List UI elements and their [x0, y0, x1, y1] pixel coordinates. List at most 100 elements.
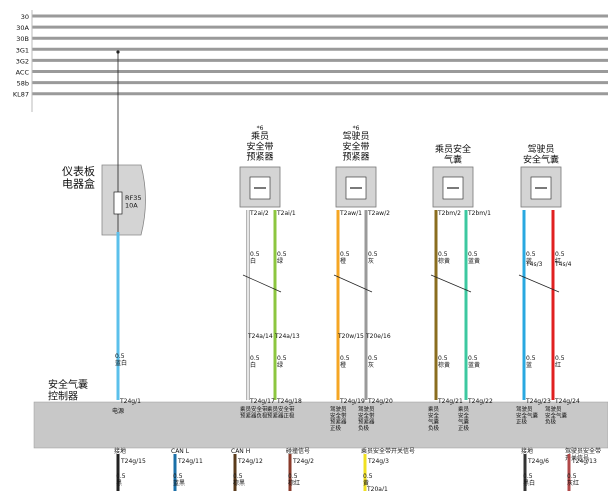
power-wire-function: 电源 — [112, 407, 124, 415]
shield-1 — [333, 274, 373, 293]
wire-2-function: 驾驶员安全带预紧器正极 — [330, 405, 347, 432]
component-1-pin-1: T2aw/2 — [367, 210, 390, 217]
component-0-pin-1: T2ai/1 — [276, 210, 296, 217]
bottom-6-pin: T24g/13 — [571, 458, 597, 465]
wire-7-pin: T24g/24 — [554, 398, 580, 405]
bottom-3-pin: T24g/2 — [292, 458, 314, 465]
dashboard-box-label: 仪表板电器盒 — [62, 164, 95, 191]
component-0-pin-0: T2ai/2 — [249, 210, 269, 217]
wire-6-function: 驾驶员安全气囊正极 — [516, 405, 539, 426]
bottom-2-label: CAN H — [231, 448, 250, 455]
shield-0 — [242, 274, 282, 293]
rail-30B-label: 30B — [16, 35, 29, 43]
wire-5-function: 乘员安全气囊正极 — [458, 405, 470, 432]
fuse-rf35-symbol — [113, 191, 123, 215]
bottom-4-connector: T20a/1 — [366, 486, 388, 491]
shield-2 — [430, 274, 472, 293]
shield-3 — [518, 274, 560, 293]
wire-5-pin: T24g/22 — [467, 398, 493, 405]
component-2-pin-0: T2bm/2 — [437, 210, 461, 217]
component-0-note: *6 — [257, 125, 264, 132]
airbag-controller-label: 安全气囊控制器 — [48, 378, 88, 403]
airbag-controller-bar — [33, 401, 608, 449]
component-1-title: 驾驶员安全带预紧器 — [342, 130, 369, 163]
rail-30A-label: 30A — [16, 24, 29, 32]
wire-1-connector: T24a/13 — [274, 333, 300, 340]
component-3-pin-0: T4s/3 — [525, 261, 543, 268]
splice-dot — [116, 50, 120, 54]
bottom-3-label: 碰撞信号 — [286, 447, 310, 455]
rail-3G2-label: 3G2 — [16, 57, 29, 65]
wire-0-pin: T24g/17 — [249, 398, 275, 405]
bottom-4-label: 乘员安全带开关信号 — [361, 447, 415, 455]
wire-6-pin: T24g/23 — [525, 398, 551, 405]
wire-3-pin: T24g/20 — [367, 398, 393, 405]
component-0-title: 乘员安全带预紧器 — [246, 130, 273, 163]
bottom-1-label: CAN L — [171, 448, 190, 455]
component-3-title: 驾驶员安全气囊 — [523, 143, 559, 165]
wire-4-pin: T24g/21 — [437, 398, 463, 405]
wire-2-pin: T24g/19 — [339, 398, 365, 405]
bottom-4-pin: T24g/3 — [367, 458, 389, 465]
rail-3G1-label: 3G1 — [16, 46, 29, 54]
wire-3-function: 驾驶员安全带预紧器负极 — [358, 405, 375, 432]
bottom-5-pin: T24g/6 — [527, 458, 549, 465]
component-1-pin-0: T2aw/1 — [339, 210, 362, 217]
wire-7-function: 驾驶员安全气囊负极 — [545, 405, 568, 426]
bottom-6-label: 驾驶员安全带开关信号 — [565, 447, 601, 462]
wires — [116, 210, 560, 400]
power-wire-pin: T24g/1 — [119, 398, 141, 405]
bottom-1-pin: T24g/11 — [177, 458, 203, 465]
component-3-pin-1: T4s/4 — [554, 261, 572, 268]
bottom-0-label: 接地 — [114, 447, 126, 455]
rail-30-label: 30 — [21, 13, 29, 21]
bottom-5-label: 接地 — [521, 447, 533, 455]
rail-KL87-label: KL87 — [13, 91, 29, 99]
wire-1-pin: T24g/18 — [276, 398, 302, 405]
component-2-title: 乘员安全气囊 — [435, 143, 471, 165]
wire-0-function: 乘员安全带预紧器负极 — [240, 405, 268, 419]
bottom-2-pin: T24g/12 — [237, 458, 263, 465]
bottom-0-pin: T24g/15 — [120, 458, 146, 465]
wire-4-function: 乘员安全气囊负极 — [428, 405, 440, 432]
rail-ACC-label: ACC — [16, 69, 30, 77]
wire-2-connector: T20w/15 — [337, 333, 364, 340]
wire-0-connector: T24a/14 — [247, 333, 273, 340]
wire-3-connector: T20e/16 — [365, 333, 391, 340]
dashboard-box-shape — [101, 164, 146, 236]
rail-58b-label: 58b — [17, 80, 29, 88]
component-1-note: *6 — [353, 125, 360, 132]
wire-1-function: 乘员安全带预紧器正极 — [267, 405, 295, 419]
